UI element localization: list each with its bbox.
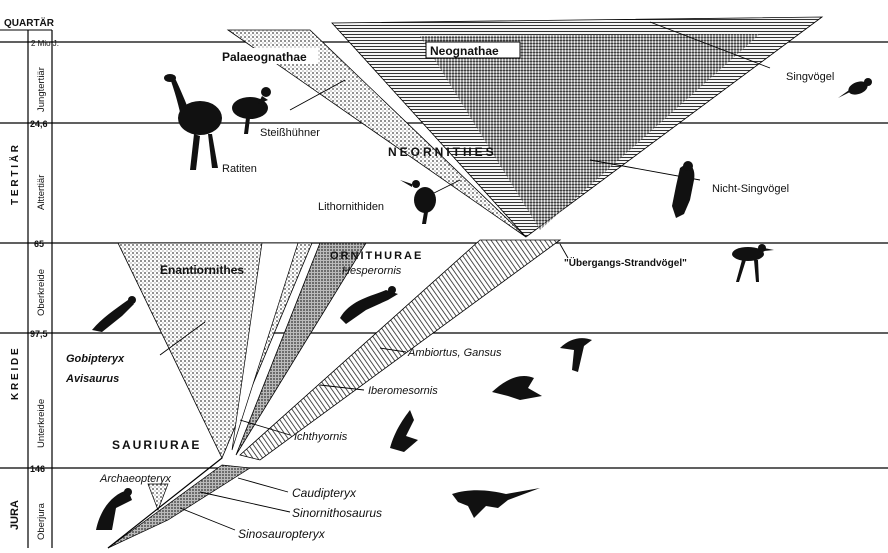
taxon-label-ratiten: Ratiten xyxy=(222,163,257,175)
era-label-tertiaer: T E R T I Ä R xyxy=(8,144,21,205)
taxon-label-ichthyornis: Ichthyornis xyxy=(294,431,348,443)
epoch-label-jungtertiaer: Jungtertiär xyxy=(36,67,47,112)
taxon-label-uebergangs: "Übergangs-Strandvögel" xyxy=(564,256,687,269)
taxon-label-steisshuehner: Steißhühner xyxy=(260,127,320,139)
taxon-label-archaeopteryx: Archaeopteryx xyxy=(99,473,171,485)
lithornithid-silhouette xyxy=(400,180,436,224)
taxon-label-gobipteryx: Gobipteryx xyxy=(66,353,125,365)
taxon-label-sinornithosaurus: Sinornithosaurus xyxy=(292,506,382,520)
pointer-uebergangs xyxy=(560,244,568,258)
taxon-label-ambiortus: Ambiortus, Gansus xyxy=(407,347,502,359)
dinosaur-silhouette xyxy=(452,488,540,518)
archaeopteryx-silhouette xyxy=(96,488,132,530)
plover-silhouette xyxy=(732,244,774,282)
time-mark-24: 24,6 xyxy=(30,119,48,129)
clade-label-neognathae: Neognathae xyxy=(430,44,499,58)
clade-label-ornithurae: ORNITHURAE xyxy=(330,250,423,262)
epoch-label-alttertiaer: Alttertiär xyxy=(36,175,47,210)
pointer-sinosauropteryx xyxy=(180,508,235,530)
ichthyornis-silhouette xyxy=(390,410,418,452)
taxon-label-sinosauropteryx: Sinosauropteryx xyxy=(238,527,326,541)
time-mark-2: 2 Mio J. xyxy=(31,39,59,48)
taxon-label-caudipteryx: Caudipteryx xyxy=(292,486,357,500)
falcon-silhouette xyxy=(672,161,694,218)
taxon-label-hesperornis: Hesperornis xyxy=(342,265,402,277)
taxon-label-iberomesornis: Iberomesornis xyxy=(368,385,438,397)
enantiornithine-silhouette xyxy=(92,296,136,332)
taxon-label-singvoegel: Singvögel xyxy=(786,71,834,83)
hesperornis-silhouette xyxy=(340,286,398,324)
epoch-label-oberjura: Oberjura xyxy=(36,502,47,540)
songbird-silhouette xyxy=(838,78,872,98)
clade-label-sauriurae: SAURIURAE xyxy=(112,438,201,452)
taxon-label-nicht-singvoegel: Nicht-Singvögel xyxy=(712,183,789,195)
clade-label-neornithes: NEORNITHES xyxy=(388,145,497,159)
pointer-sinornithosaurus xyxy=(200,492,290,512)
clade-label-enantiornithes: Enantiornithes xyxy=(160,263,244,277)
era-label-jura: JURA xyxy=(9,500,21,530)
ratite-silhouette xyxy=(164,74,222,170)
ambiortus-silhouette xyxy=(560,338,592,372)
iberomesornis-silhouette xyxy=(492,376,542,400)
clade-label-palaeognathae: Palaeognathae xyxy=(222,50,307,64)
taxon-label-avisaurus: Avisaurus xyxy=(65,373,119,385)
epoch-label-oberkreide: Oberkreide xyxy=(36,269,47,316)
time-mark-146: 146 xyxy=(30,464,45,474)
era-label-quartaer: QUARTÄR xyxy=(4,16,55,29)
time-mark-97: 97,5 xyxy=(30,329,48,339)
era-label-kreide: K R E I D E xyxy=(10,348,21,400)
time-mark-65: 65 xyxy=(34,239,44,249)
taxon-label-lithornithiden: Lithornithiden xyxy=(318,201,384,213)
epoch-label-unterkreide: Unterkreide xyxy=(36,399,47,448)
pointer-caudipteryx xyxy=(238,478,288,492)
